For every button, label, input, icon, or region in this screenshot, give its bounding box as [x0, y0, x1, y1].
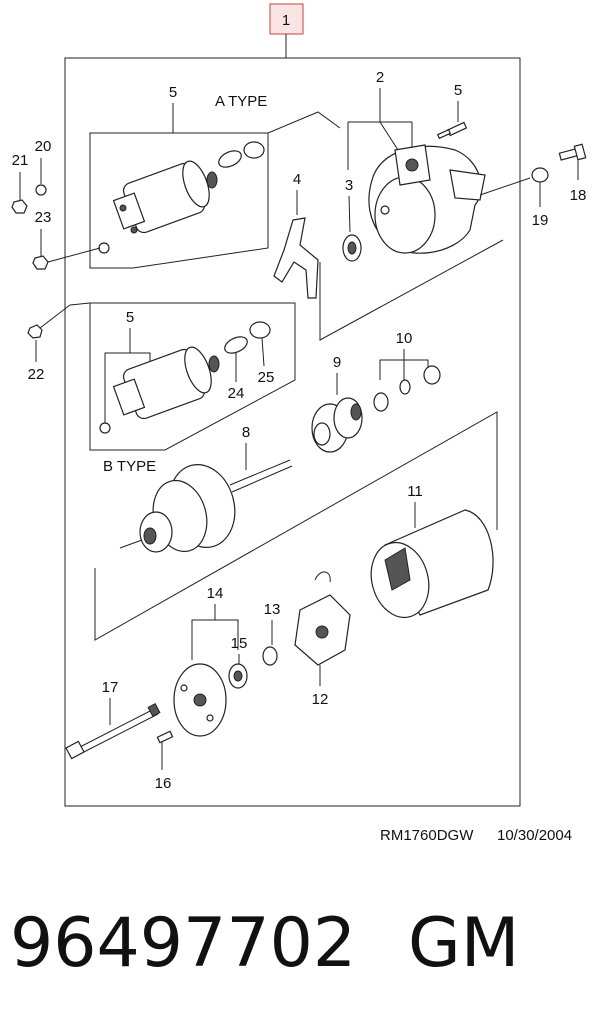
brush-holder-12[interactable] — [294, 571, 351, 666]
drive-end-housing[interactable] — [368, 144, 486, 254]
callout-23: 23 — [35, 209, 52, 226]
screw-16[interactable] — [156, 730, 174, 744]
drawing-reference-date: 10/30/2004 — [497, 827, 572, 844]
solenoid-a-type[interactable] — [98, 141, 265, 254]
ring-10a[interactable] — [373, 392, 389, 412]
callout-16: 16 — [155, 775, 172, 792]
drawing-reference-code: RM1760DGW — [380, 827, 474, 844]
pinion-clutch-9[interactable] — [311, 397, 363, 453]
callout-10: 10 — [396, 330, 413, 347]
callout-9: 9 — [333, 354, 341, 371]
callout-12: 12 — [312, 691, 329, 708]
callout-14: 14 — [207, 585, 224, 602]
nut-21[interactable] — [11, 199, 28, 214]
washer-20[interactable] — [35, 184, 47, 196]
yoke-field-11[interactable] — [363, 509, 494, 624]
solenoid-b-type[interactable] — [99, 321, 271, 434]
callout-17: 17 — [102, 679, 119, 696]
washer-13[interactable] — [262, 646, 278, 666]
b-type-label: B TYPE — [103, 458, 156, 475]
assembly-frame — [64, 57, 521, 807]
a-type-box — [89, 132, 269, 269]
reduction-gear-3[interactable] — [342, 234, 362, 262]
callout-22: 22 — [28, 366, 45, 383]
callout-5b: 5 — [126, 309, 134, 326]
ring-10c[interactable] — [423, 365, 441, 385]
shift-lever-4[interactable] — [273, 217, 319, 299]
bolt-18[interactable] — [558, 143, 587, 161]
callout-24: 24 — [228, 385, 245, 402]
callout-21: 21 — [12, 152, 29, 169]
footer-part-number: 96497702 — [10, 904, 356, 983]
callout-8: 8 — [242, 424, 250, 441]
nut-23[interactable] — [32, 255, 49, 270]
callout-6: 5 — [454, 82, 462, 99]
bolt-6[interactable] — [436, 121, 468, 140]
callout-4: 4 — [293, 171, 301, 188]
callout-19: 19 — [532, 212, 549, 229]
planetary-gear-15[interactable] — [228, 663, 248, 689]
callout-11: 11 — [407, 483, 423, 500]
ring-10b[interactable] — [399, 379, 411, 395]
callout-20: 20 — [35, 138, 52, 155]
callout-15: 15 — [231, 635, 248, 652]
callout-3: 3 — [345, 177, 353, 194]
through-bolt-17[interactable] — [65, 703, 161, 760]
callout-1: 1 — [282, 12, 290, 29]
end-frame-14[interactable] — [173, 663, 227, 737]
armature-8[interactable] — [119, 457, 293, 557]
bushing-19[interactable] — [531, 167, 549, 183]
b-type-box — [89, 302, 296, 451]
callout-13: 13 — [264, 601, 281, 618]
callout-2: 2 — [376, 69, 384, 86]
footer-brand: GM — [408, 904, 519, 983]
a-type-label: A TYPE — [215, 93, 267, 110]
callout-5a: 5 — [169, 84, 177, 101]
nut-22[interactable] — [27, 324, 43, 339]
callout-25: 25 — [258, 369, 275, 386]
callout-18: 18 — [570, 187, 587, 204]
